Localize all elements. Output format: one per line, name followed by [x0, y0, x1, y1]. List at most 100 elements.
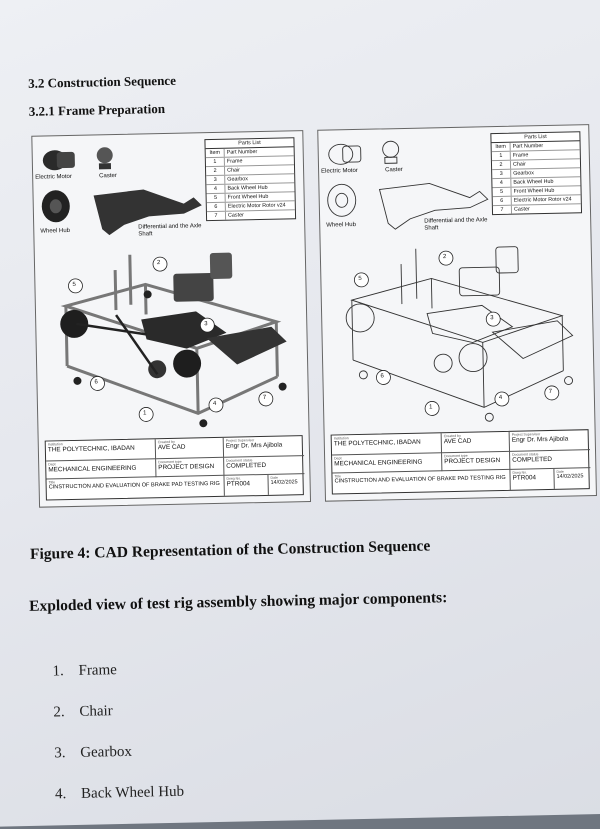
- callout-6: 6: [94, 379, 98, 386]
- tb-status-value: COMPLETED: [512, 455, 553, 464]
- parts-list-header-item: Item: [491, 142, 511, 152]
- parts-list-name: Front Wheel Hub: [227, 193, 269, 201]
- parts-list-name: Electric Motor Rotor v24: [227, 202, 286, 210]
- parts-list-item: 3: [206, 175, 226, 185]
- tb-status-value: COMPLETED: [226, 461, 267, 470]
- list-item-number: 3.: [54, 745, 66, 762]
- parts-list-item: 6: [492, 196, 512, 206]
- label-differential: Differential and the Axle Shaft: [138, 223, 202, 238]
- label-caster: Caster: [99, 172, 117, 180]
- tb-supervisor-value: Engr Dr. Mrs Ajibola: [225, 441, 283, 450]
- label-electric-motor: Electric Motor: [321, 167, 358, 175]
- callout-4: 4: [498, 394, 503, 402]
- callout-7: 7: [262, 394, 267, 401]
- shaded-assembly-illustration: [41, 147, 287, 428]
- label-wheel-hub: Wheel Hub: [326, 221, 356, 229]
- list-item-label: Back Wheel Hub: [80, 783, 185, 802]
- callout-5: 5: [358, 275, 362, 282]
- callout-6: 6: [380, 373, 384, 380]
- tb-doctype-value: PROJECT DESIGN: [444, 457, 501, 466]
- list-item-label: Frame: [78, 662, 118, 679]
- parts-list-item: 7: [492, 205, 513, 215]
- tb-supervisor-value: Engr Dr. Mrs Ajibola: [511, 435, 569, 444]
- exploded-view-subtitle: Exploded view of test rig assembly showi…: [28, 589, 448, 615]
- list-item-label: Chair: [79, 703, 113, 720]
- tb-dept-value: MECHANICAL ENGINEERING: [48, 464, 137, 474]
- parts-list-item: 2: [491, 160, 512, 170]
- tb-drawing-value: PTR004: [512, 474, 537, 482]
- label-wheel-hub: Wheel Hub: [40, 227, 71, 235]
- tb-created-value: AVE CAD: [157, 443, 186, 452]
- parts-list-item: 3: [492, 169, 512, 179]
- list-item-number: 4.: [54, 786, 67, 803]
- tb-date-value: 14/02/2025: [556, 473, 584, 480]
- subsection-heading: 3.2.1 Frame Preparation: [28, 100, 166, 119]
- parts-list-item: 5: [206, 193, 226, 203]
- callout-5: 5: [72, 281, 76, 288]
- page-content: 3.2 Construction Sequence 3.2.1 Frame Pr…: [28, 63, 600, 802]
- parts-list-name: Chair: [512, 161, 526, 168]
- callout-3: 3: [204, 321, 208, 328]
- parts-list-item: 2: [205, 166, 226, 176]
- tb-institution-value: THE POLYTECHNIC, IBADAN: [47, 444, 135, 454]
- callout-2: 2: [442, 254, 447, 261]
- parts-list-item: 4: [492, 178, 512, 188]
- list-item-label: Gearbox: [80, 743, 133, 761]
- tb-drawing-no: Drwg No.PTR004: [510, 468, 555, 490]
- section-heading: 3.2 Construction Sequence: [28, 72, 177, 91]
- parts-list-header-name: Part Number: [226, 149, 258, 156]
- callout-4: 4: [212, 400, 217, 408]
- tb-created-value: AVE CAD: [443, 437, 472, 446]
- tb-institution-value: THE POLYTECHNIC, IBADAN: [333, 438, 421, 448]
- list-item: 1. Frame: [52, 661, 182, 705]
- list-item-number: 1.: [52, 663, 64, 680]
- parts-list-name: Front Wheel Hub: [513, 187, 555, 195]
- callout-1: 1: [429, 404, 433, 411]
- parts-list-name: Electric Motor Rotor v24: [513, 196, 572, 204]
- parts-list-name: Frame: [226, 158, 243, 165]
- parts-list-name: Caster: [513, 206, 530, 213]
- label-differential: Differential and the Axle Shaft: [424, 217, 488, 232]
- parts-list-name: Frame: [512, 152, 529, 159]
- parts-list-item: 1: [491, 151, 511, 161]
- cad-drawing-shaded: Electric Motor Caster Wheel Hub Differen…: [31, 130, 312, 508]
- parts-list-name: Gearbox: [227, 176, 249, 183]
- list-item: 2.Chair: [53, 702, 183, 746]
- parts-list-header-name: Part Number: [512, 143, 544, 150]
- parts-list-item: 4: [206, 184, 226, 194]
- tb-doctype-value: PROJECT DESIGN: [158, 463, 215, 472]
- parts-list-name: Chair: [227, 167, 241, 174]
- tb-drawing-value: PTR004: [226, 480, 251, 488]
- callout-2: 2: [156, 260, 161, 267]
- list-item: 3. Gearbox: [54, 743, 184, 787]
- label-electric-motor: Electric Motor: [35, 173, 72, 181]
- parts-list-name: Back Wheel Hub: [227, 184, 268, 192]
- parts-list-header-item: Item: [205, 148, 225, 158]
- callout-7: 7: [548, 388, 553, 395]
- parts-list-name: Gearbox: [513, 170, 534, 177]
- callout-1: 1: [143, 410, 147, 417]
- parts-list-item: 7: [206, 211, 227, 221]
- list-item: 4. Back Wheel Hub: [55, 784, 185, 828]
- lineart-assembly-illustration: [327, 140, 574, 422]
